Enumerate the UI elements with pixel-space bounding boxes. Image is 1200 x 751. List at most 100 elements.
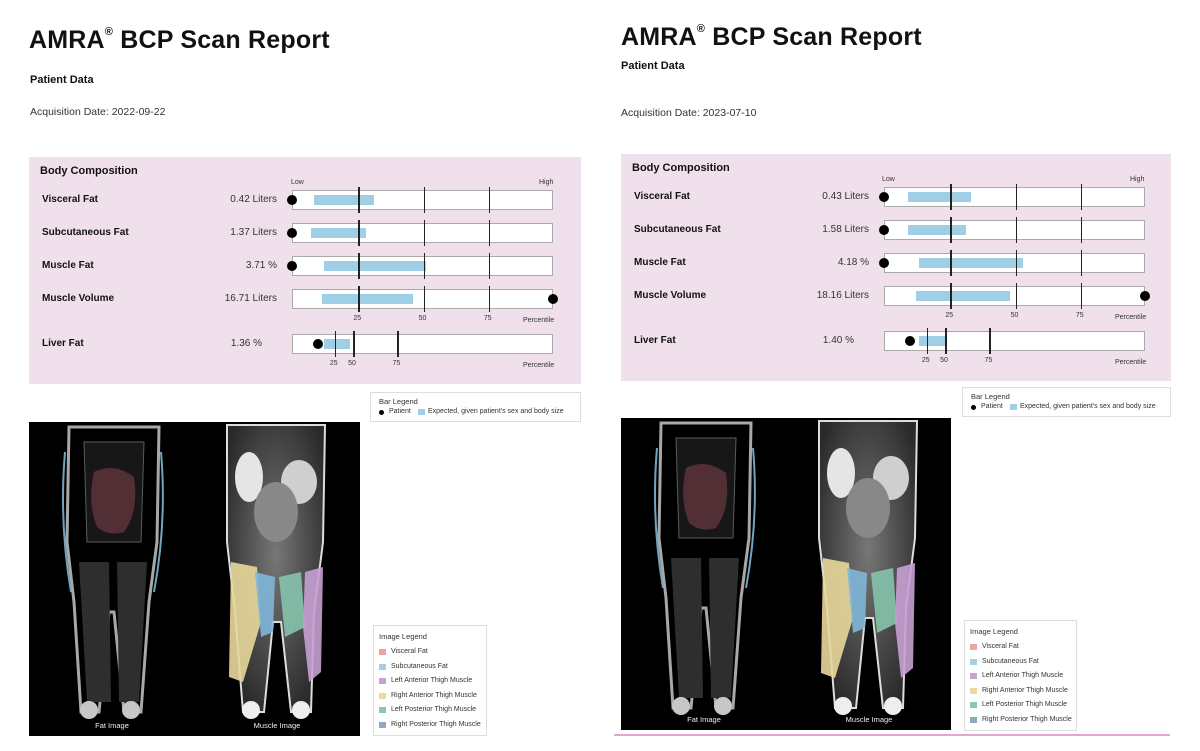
metric-label: Muscle Fat <box>634 257 686 268</box>
percentile-axis-label: Percentile <box>1115 359 1147 366</box>
bar-legend-patient: Patient <box>981 403 1003 410</box>
percentile-tick <box>358 220 360 246</box>
metric-label: Muscle Volume <box>634 290 707 301</box>
expected-range <box>918 336 946 346</box>
image-legend-item: Left Anterior Thigh Muscle <box>982 672 1064 679</box>
percentile-bar <box>884 283 1145 309</box>
tick-label: 25 <box>353 315 362 322</box>
patient-marker <box>1140 291 1150 301</box>
bar-legend: Bar Legend Patient Expected, given patie… <box>962 387 1171 417</box>
percentile-tick <box>926 328 929 354</box>
image-legend-item: Visceral Fat <box>391 648 428 655</box>
image-legend-item: Right Anterior Thigh Muscle <box>982 686 1068 694</box>
liver-fat-label: Liver Fat <box>42 338 84 349</box>
metric-value: 4.18 % <box>837 257 869 268</box>
legend-swatch-icon <box>379 692 386 699</box>
expected-range <box>324 339 351 349</box>
mri-body-illustration <box>29 422 360 736</box>
liver-fat-value: 1.40 % <box>822 335 854 346</box>
tick-label: 50 <box>348 360 356 367</box>
bar-legend-title: Bar Legend <box>379 397 418 406</box>
tick-label: 75 <box>984 357 993 364</box>
patient-marker <box>879 225 889 235</box>
patient-marker <box>548 294 558 304</box>
expected-range <box>908 225 966 235</box>
high-label: High <box>1130 176 1145 183</box>
report-2023: AMRA® BCP Scan Report Patient Data Acqui… <box>600 0 1200 751</box>
expected-range <box>324 261 427 271</box>
bar-legend-title: Bar Legend <box>971 392 1010 401</box>
percentile-tick <box>488 286 491 312</box>
legend-swatch-icon <box>970 673 977 679</box>
legend-swatch-icon <box>379 649 386 655</box>
tick-label: 50 <box>1010 312 1019 319</box>
percentile-bar <box>292 220 553 246</box>
report-title: AMRA® BCP Scan Report <box>29 25 330 54</box>
body-composition-title: Body Composition <box>632 162 730 174</box>
percentile-tick <box>358 286 360 312</box>
mri-scan-images: Fat Image Muscle Image <box>621 418 951 730</box>
metric-label: Muscle Fat <box>42 260 94 271</box>
muscle-image-label: Muscle Image <box>253 721 301 730</box>
image-legend-item: Visceral Fat <box>982 643 1019 650</box>
patient-data-heading: Patient Data <box>621 60 685 72</box>
mri-scan-images: Fat Image Muscle Image <box>29 422 360 736</box>
image-legend-item: Subcutaneous Fat <box>391 662 448 670</box>
percentile-tick <box>488 220 491 246</box>
patient-marker <box>287 195 297 205</box>
image-legend-title: Image Legend <box>970 627 1018 636</box>
report-title: AMRA® BCP Scan Report <box>621 22 922 51</box>
percentile-tick <box>397 331 399 357</box>
tick-label: 25 <box>329 360 338 367</box>
metric-value: 0.43 Liters <box>822 191 869 202</box>
patient-marker <box>905 336 916 346</box>
expected-range <box>313 195 374 205</box>
percentile-tick <box>1080 283 1083 309</box>
legend-swatch-icon <box>379 721 386 728</box>
low-label: Low <box>291 179 304 186</box>
metric-label: Subcutaneous Fat <box>42 227 129 238</box>
liver-fat-bar <box>884 328 1145 354</box>
body-composition-panel: Body Composition Low High Visceral Fat 0.… <box>621 154 1171 381</box>
metric-value: 0.42 Liters <box>230 194 277 205</box>
percentile-tick <box>1080 184 1083 210</box>
acquisition-date: Acquisition Date: 2022-09-22 <box>30 106 166 118</box>
fat-image-label: Fat Image <box>95 721 129 730</box>
image-legend-item: Left Posterior Thigh Muscle <box>982 701 1068 708</box>
legend-swatch-icon <box>970 687 977 694</box>
tick-label: 25 <box>921 357 930 364</box>
acquisition-date: Acquisition Date: 2023-07-10 <box>621 107 757 119</box>
percentile-tick <box>945 328 947 354</box>
footer-divider <box>614 734 1170 736</box>
percentile-bar <box>884 184 1145 210</box>
bar-legend-expected: Expected, given patient's sex and body s… <box>1020 403 1156 410</box>
percentile-tick <box>353 331 355 357</box>
image-legend-title: Image Legend <box>379 632 427 641</box>
metric-label: Visceral Fat <box>634 191 690 202</box>
bar-legend: Bar Legend Patient Expected, given patie… <box>370 392 581 422</box>
liver-fat-label: Liver Fat <box>634 335 676 346</box>
patient-dot-icon <box>971 405 976 410</box>
legend-swatch-icon <box>970 702 977 708</box>
metric-label: Muscle Volume <box>42 293 115 304</box>
legend-swatch-icon <box>379 663 386 670</box>
expected-swatch-icon <box>1010 404 1017 410</box>
percentile-tick <box>358 253 360 279</box>
patient-marker <box>313 339 324 349</box>
tick-label: 75 <box>1075 312 1084 319</box>
patient-marker <box>879 192 889 202</box>
image-legend-item: Left Anterior Thigh Muscle <box>391 677 473 684</box>
percentile-tick <box>950 184 952 210</box>
percentile-tick <box>334 331 337 357</box>
image-legend-item: Left Posterior Thigh Muscle <box>391 706 477 713</box>
patient-dot-icon <box>379 410 384 415</box>
low-label: Low <box>882 176 895 183</box>
metric-value: 3.71 % <box>245 260 277 271</box>
tick-label: 50 <box>940 357 948 364</box>
percentile-tick <box>423 253 425 279</box>
metric-value: 16.71 Liters <box>224 293 277 304</box>
percentile-tick <box>1080 250 1083 276</box>
percentile-bar <box>292 286 553 312</box>
expected-range <box>908 192 972 202</box>
